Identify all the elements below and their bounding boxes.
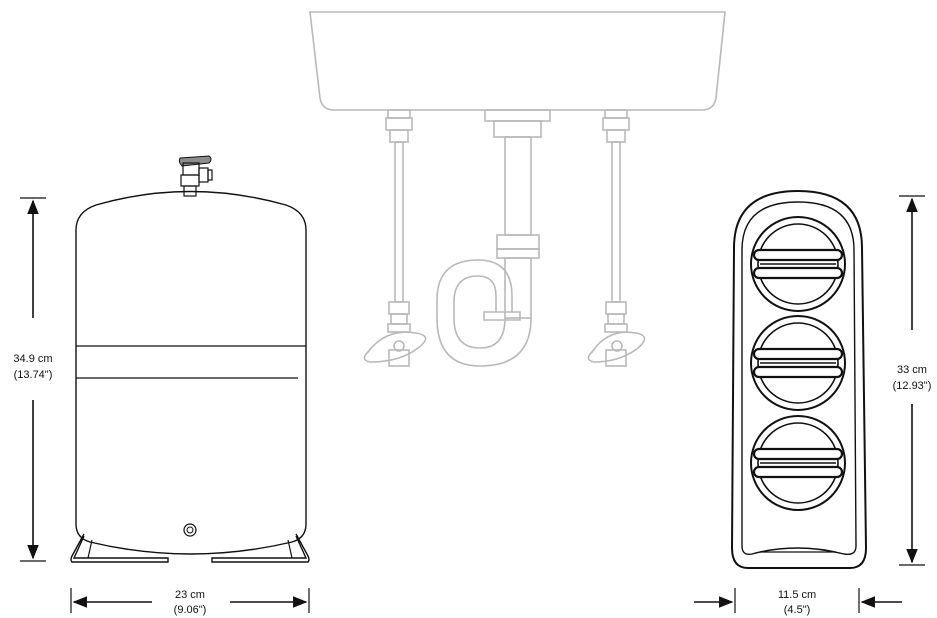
tank-valve xyxy=(178,155,213,197)
filter-housing-outer xyxy=(730,189,868,569)
tank-width-dimension: 23 cm (9.06") xyxy=(70,588,310,616)
filter-width-dimension: 11.5 cm (4.5") xyxy=(694,588,902,616)
right-shutoff-valve-handle xyxy=(587,331,646,363)
filter-unit xyxy=(730,189,868,569)
filter-cartridge-cap xyxy=(750,315,846,411)
tank-width-cm: 23 cm xyxy=(175,589,205,601)
tank-foot-right xyxy=(211,533,310,563)
filter-height-cm: 33 cm xyxy=(897,364,927,376)
sink-drain-flange xyxy=(484,109,551,122)
tank-width-in: (9.06") xyxy=(174,604,207,616)
drain-tailpiece xyxy=(504,136,532,236)
tank-height-cm: 34.9 cm xyxy=(13,353,52,365)
right-supply-line xyxy=(587,109,646,367)
left-supply-line xyxy=(363,109,427,367)
filter-cartridge-cap xyxy=(750,415,846,511)
filter-width-cm: 11.5 cm xyxy=(778,589,816,601)
storage-tank xyxy=(70,155,310,563)
tank-height-in: (13.74") xyxy=(14,369,53,381)
left-shutoff-valve-handle xyxy=(363,331,427,363)
tank-body xyxy=(75,190,307,555)
sink-plumbing-illustration xyxy=(309,11,726,367)
filter-cartridge-cap xyxy=(750,216,846,312)
p-trap xyxy=(436,259,532,367)
tank-port xyxy=(183,523,197,537)
filter-height-dimension: 33 cm (12.93") xyxy=(893,195,932,566)
filter-housing-inner xyxy=(741,201,857,556)
tank-foot-left xyxy=(70,533,169,563)
tank-valve-handle xyxy=(178,155,212,167)
filter-width-in: (4.5") xyxy=(784,604,811,616)
tank-height-dimension: 34.9 cm (13.74") xyxy=(13,197,53,562)
filter-height-in: (12.93") xyxy=(893,380,932,392)
drain-slip-nut xyxy=(496,234,540,250)
sink-basin xyxy=(309,11,726,111)
filter-cartridges xyxy=(750,216,846,511)
